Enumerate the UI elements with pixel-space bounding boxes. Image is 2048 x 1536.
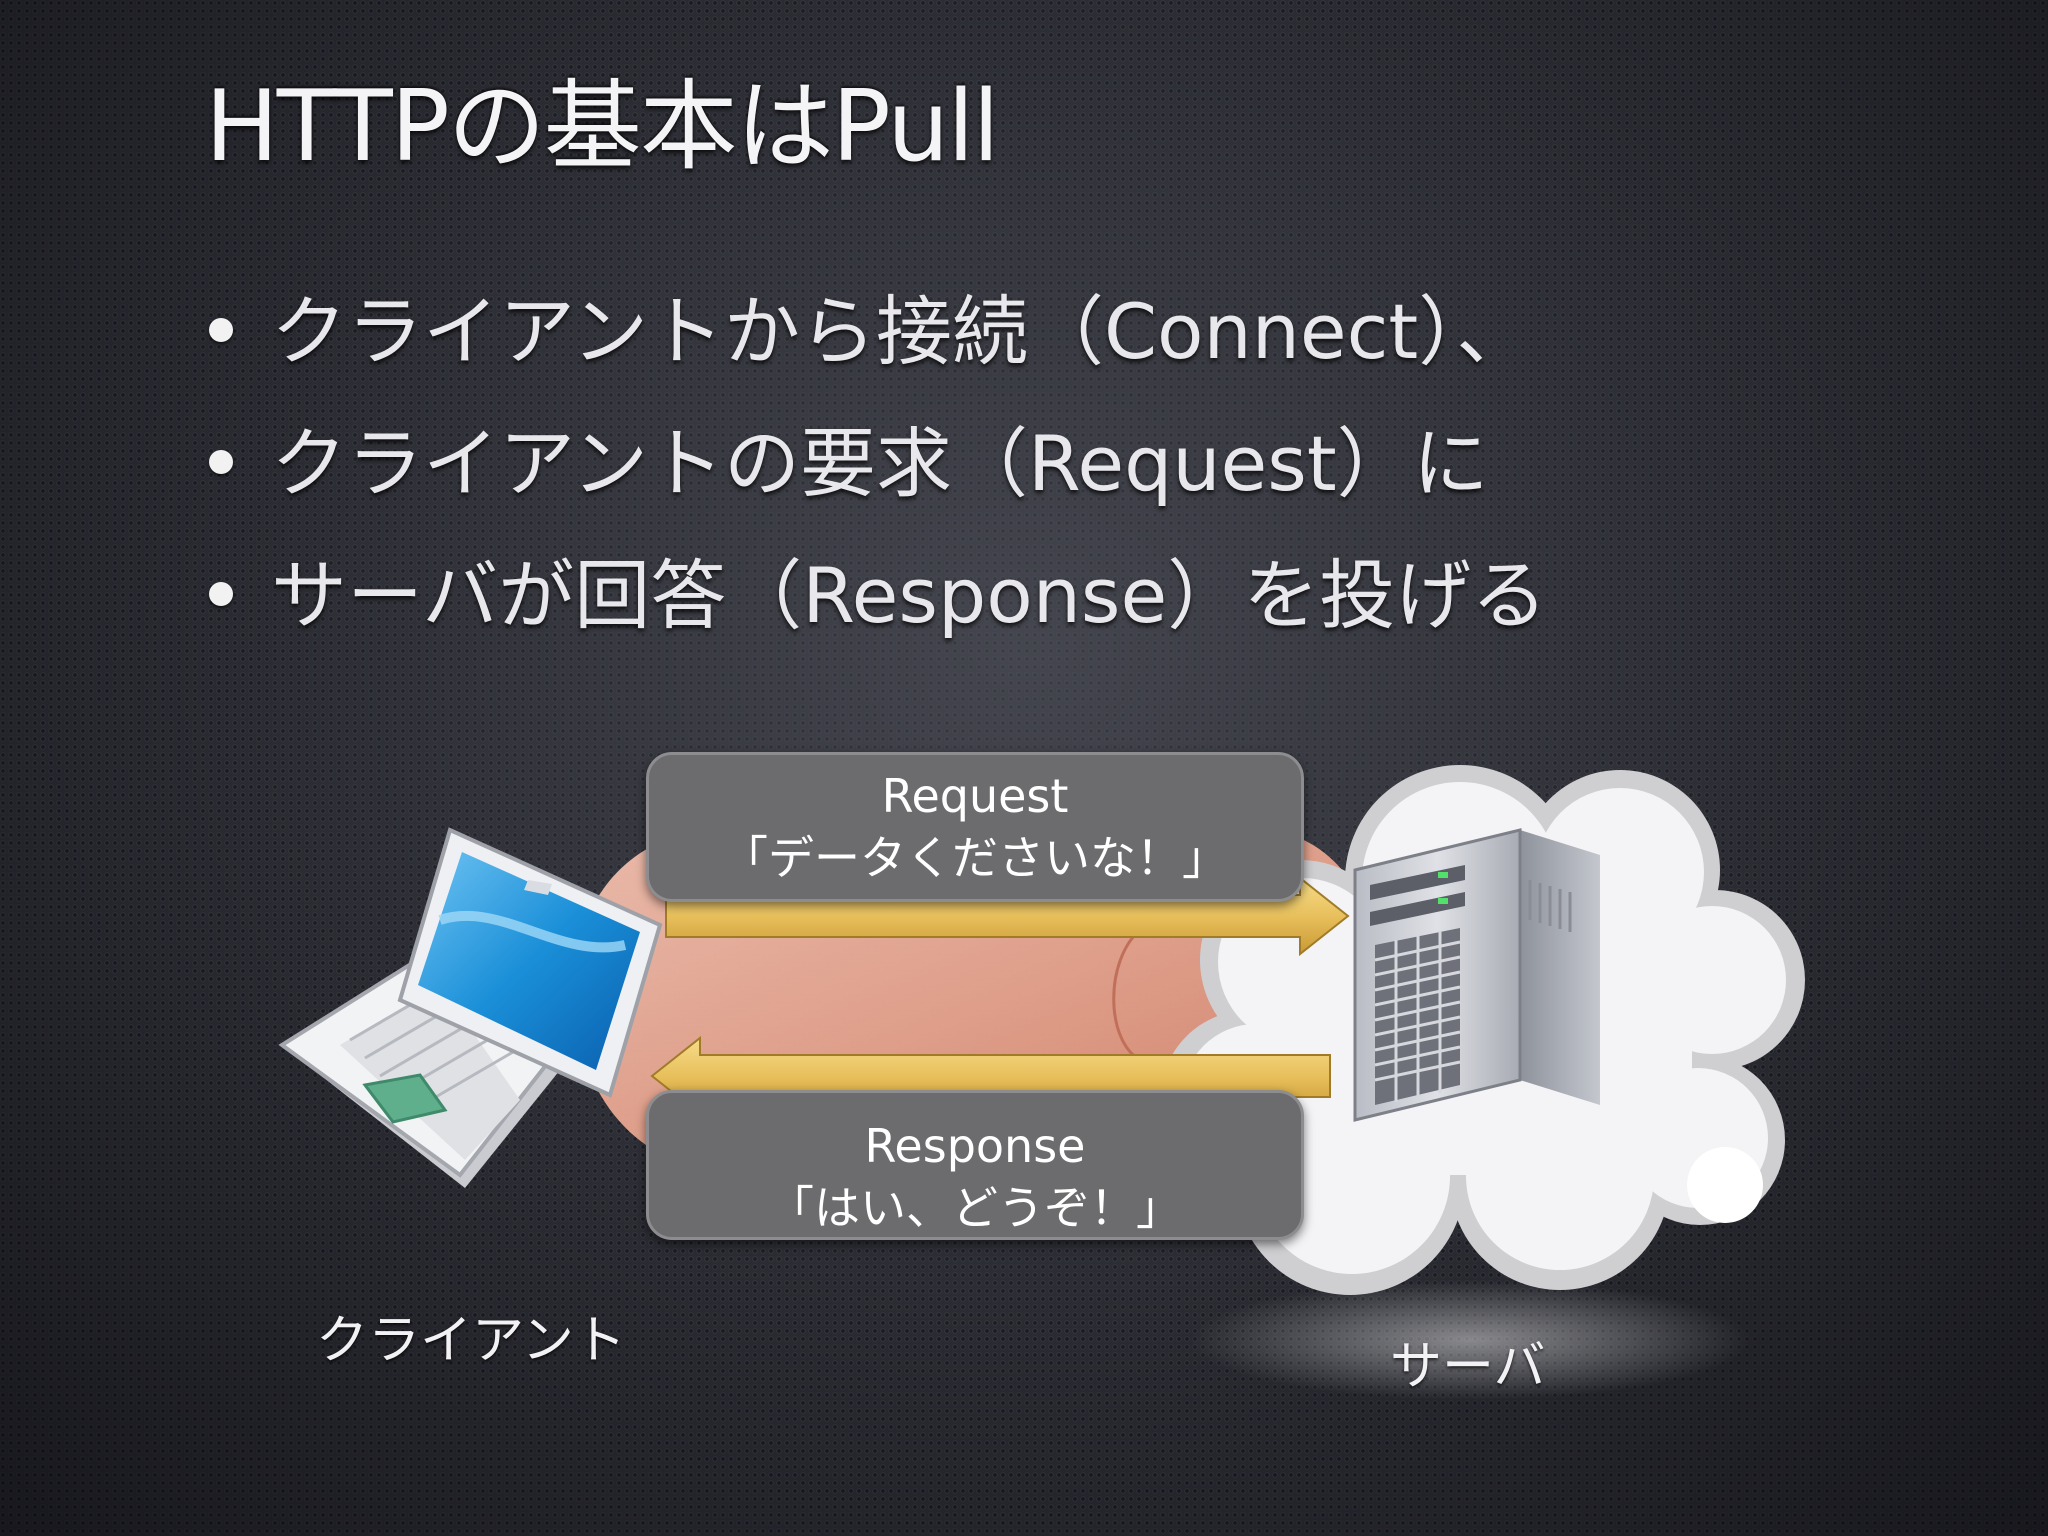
slide-title: HTTPの基本はPull xyxy=(205,70,1000,184)
bullet-text: クライアントの要求（Request）に xyxy=(271,419,1489,508)
response-message: 「はい、どうぞ！」 xyxy=(768,1181,1182,1235)
request-message: 「データくださいな！」 xyxy=(722,831,1228,885)
laptop-icon xyxy=(278,827,663,1188)
bullet-dot-icon xyxy=(209,318,233,342)
bullet-text: サーバが回答（Response）を投げる xyxy=(271,551,1548,640)
bullet-item: クライアントから接続（Connect）、 xyxy=(205,282,1547,414)
bullet-list: クライアントから接続（Connect）、 クライアントの要求（Request）に… xyxy=(205,282,1547,678)
server-tower-icon xyxy=(1353,828,1600,1122)
bullet-text: クライアントから接続（Connect）、 xyxy=(271,287,1533,376)
request-label: Request xyxy=(881,769,1069,823)
bullet-dot-icon xyxy=(209,582,233,606)
client-label: クライアント xyxy=(316,1311,626,1371)
bullet-item: クライアントの要求（Request）に xyxy=(205,414,1547,546)
bullet-dot-icon xyxy=(209,450,233,474)
bullet-item: サーバが回答（Response）を投げる xyxy=(205,546,1547,678)
request-message-box: Request 「データくださいな！」 xyxy=(646,752,1304,902)
response-label: Response xyxy=(864,1119,1086,1173)
response-message-box: Response 「はい、どうぞ！」 xyxy=(646,1090,1304,1240)
server-label: サーバ xyxy=(1390,1337,1546,1397)
